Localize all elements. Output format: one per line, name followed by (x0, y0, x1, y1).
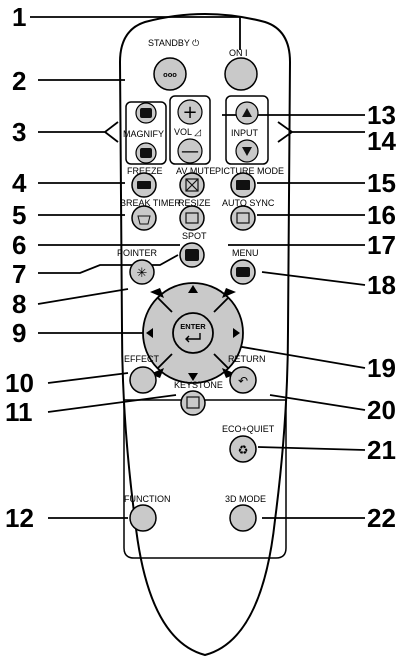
callout-16: 16 (367, 200, 396, 230)
callout-10: 10 (5, 368, 34, 398)
callout-8: 8 (12, 289, 26, 319)
effect-button[interactable] (129, 366, 157, 394)
spot-icon (185, 249, 199, 261)
picture-mode-label: PICTURE MODE (215, 166, 284, 176)
volume-label: VOL ◿ (174, 127, 201, 137)
av-mute-icon (185, 178, 199, 192)
callout-9: 9 (12, 318, 26, 348)
arrow-down-icon (242, 147, 252, 156)
spot-label: SPOT (182, 231, 207, 241)
3d-mode-button[interactable] (229, 504, 257, 532)
callout-3: 3 (12, 117, 26, 147)
auto-sync-label: AUTO SYNC (222, 198, 275, 208)
on-button[interactable] (224, 57, 258, 91)
magnify-plus-icon (140, 108, 152, 118)
volume-down-button[interactable] (177, 138, 203, 164)
standby-dots-icon: ooo (163, 70, 177, 79)
callout-7: 7 (12, 259, 26, 289)
minus-icon: — (181, 141, 199, 162)
enter-button[interactable] (172, 312, 214, 354)
av-mute-label: AV MUTE (176, 166, 215, 176)
3d-mode-label: 3D MODE (225, 494, 266, 504)
break-timer-icon (137, 215, 151, 225)
on-label: ON I (229, 48, 248, 58)
magnify-minus-icon (140, 148, 152, 158)
keystone-label: KEYSTONE (174, 380, 223, 390)
magnify-label: MAGNIFY (123, 129, 164, 139)
function-button[interactable] (129, 504, 157, 532)
volume-group (169, 95, 211, 165)
callout-12: 12 (5, 503, 34, 533)
eco-icon: ♻ (238, 443, 249, 457)
return-button[interactable] (229, 366, 257, 394)
plus-icon: + (182, 102, 197, 123)
arrow-down-icon[interactable] (188, 373, 198, 381)
pointer-button[interactable] (129, 259, 155, 285)
menu-label: MENU (232, 248, 259, 258)
callout-14: 14 (367, 126, 396, 156)
callout-15: 15 (367, 168, 396, 198)
callout-6: 6 (12, 230, 26, 260)
arrow-right-icon[interactable] (233, 328, 240, 338)
input-label: INPUT (231, 128, 259, 138)
resize-label: RESIZE (178, 198, 211, 208)
input-group (225, 95, 269, 165)
arrow-up-icon (242, 108, 252, 117)
callout-2: 2 (12, 66, 26, 96)
standby-button[interactable] (153, 57, 187, 91)
callout-1: 1 (12, 2, 26, 32)
callout-11: 11 (5, 397, 33, 427)
dpad (142, 282, 244, 384)
freeze-label: FREEZE (127, 166, 163, 176)
effect-label: EFFECT (124, 354, 160, 364)
callout-17: 17 (367, 230, 396, 260)
resize-icon (185, 212, 199, 224)
callout-20: 20 (367, 395, 396, 425)
picture-mode-icon (236, 180, 250, 190)
keystone-icon (186, 396, 200, 409)
eco-quiet-label: ECO+QUIET (222, 424, 275, 434)
callout-5: 5 (12, 200, 26, 230)
callout-13: 13 (367, 100, 396, 130)
pointer-label: POINTER (117, 248, 158, 258)
auto-sync-button[interactable] (230, 205, 256, 231)
freeze-icon (137, 181, 151, 189)
pointer-icon: ✳ (137, 266, 148, 281)
callout-4: 4 (12, 168, 27, 198)
enter-icon (185, 333, 201, 343)
return-label: RETURN (228, 354, 266, 364)
return-icon: ↶ (238, 374, 248, 388)
break-timer-label: BREAK TIMER (120, 198, 181, 208)
function-label: FUNCTION (124, 494, 171, 504)
arrow-up-icon[interactable] (188, 285, 198, 293)
auto-sync-icon (236, 212, 250, 224)
resize-button[interactable] (179, 205, 205, 231)
break-timer-button[interactable] (131, 205, 157, 231)
callout-21: 21 (367, 435, 396, 465)
keystone-button[interactable] (180, 390, 206, 416)
callout-19: 19 (367, 353, 396, 383)
enter-label: ENTER (180, 322, 206, 331)
magnify-group (125, 101, 167, 165)
callout-18: 18 (367, 270, 396, 300)
callout-22: 22 (367, 503, 396, 533)
standby-label: STANDBY ⏻ (148, 38, 199, 48)
volume-up-button[interactable] (177, 99, 203, 125)
menu-icon (236, 267, 250, 277)
eco-quiet-button[interactable] (229, 435, 257, 463)
arrow-left-icon[interactable] (146, 328, 153, 338)
lower-panel (123, 399, 287, 559)
